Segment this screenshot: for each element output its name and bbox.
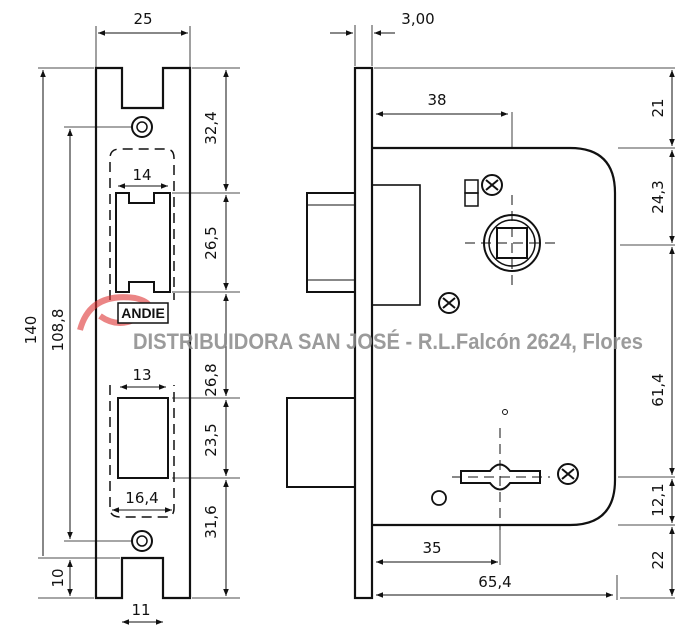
keyhole-icon <box>452 428 550 530</box>
dim-total-height: 140 <box>22 316 40 345</box>
dim-side-right-1: 21 <box>649 98 667 117</box>
bolt-outline-dashed <box>109 385 175 518</box>
selector-slot <box>464 192 479 207</box>
dim-bolt-width: 13 <box>132 366 151 384</box>
watermark-text: DISTRIBUIDORA SAN JOSÉ - R.L.Falcón 2624… <box>133 329 643 354</box>
bottom-screw-hole-icon <box>131 530 153 552</box>
dim-side-right-2: 24,3 <box>649 180 667 213</box>
dim-bolt-outline-width: 16,4 <box>125 489 158 507</box>
andie-logo: ANDIE <box>77 294 169 331</box>
screw-icon <box>557 463 579 485</box>
latch-window <box>115 192 171 293</box>
side-faceplate <box>353 66 374 600</box>
latch-bolt <box>306 192 356 293</box>
pin-hole <box>502 409 508 415</box>
dim-side-right-3: 61,4 <box>649 373 667 406</box>
latch-housing <box>371 184 421 306</box>
dim-backset-key: 35 <box>422 539 441 557</box>
lock-body <box>372 146 617 527</box>
dim-notch-width: 11 <box>131 601 150 619</box>
dim-right-5: 31,6 <box>202 505 220 538</box>
faceplate-front-view: 25 14 13 16,4 11 32,4 26,5 26,8 23,5 31,… <box>22 10 240 625</box>
dim-side-right-4: 12,1 <box>649 483 667 516</box>
bolt-window <box>117 397 169 479</box>
dim-side-right-5: 22 <box>649 550 667 569</box>
top-screw-hole-icon <box>131 116 153 138</box>
dim-right-2: 26,5 <box>202 226 220 259</box>
follower-hub-icon <box>465 195 560 290</box>
dim-bottom-offset: 10 <box>49 568 67 587</box>
dim-latch-width: 14 <box>132 166 151 184</box>
dim-right-3: 26,8 <box>202 363 220 396</box>
dim-right-4: 23,5 <box>202 423 220 456</box>
lock-side-view: 3,00 38 35 65,4 21 24,3 61,4 12,1 22 <box>286 10 675 600</box>
dim-right-1: 32,4 <box>202 111 220 144</box>
dead-bolt <box>286 397 356 488</box>
dim-body-depth: 65,4 <box>478 573 511 591</box>
dim-width: 25 <box>133 10 152 28</box>
screw-icon <box>481 174 503 196</box>
dim-faceplate-thickness: 3,00 <box>401 10 434 28</box>
pin-hole <box>431 490 447 506</box>
dim-backset-follower: 38 <box>427 91 446 109</box>
svg-text:ANDIE: ANDIE <box>121 305 165 321</box>
dim-screw-spacing: 108,8 <box>49 309 67 352</box>
latch-outline-dashed <box>109 148 175 300</box>
screw-icon <box>438 292 460 314</box>
faceplate-outline <box>94 66 192 600</box>
